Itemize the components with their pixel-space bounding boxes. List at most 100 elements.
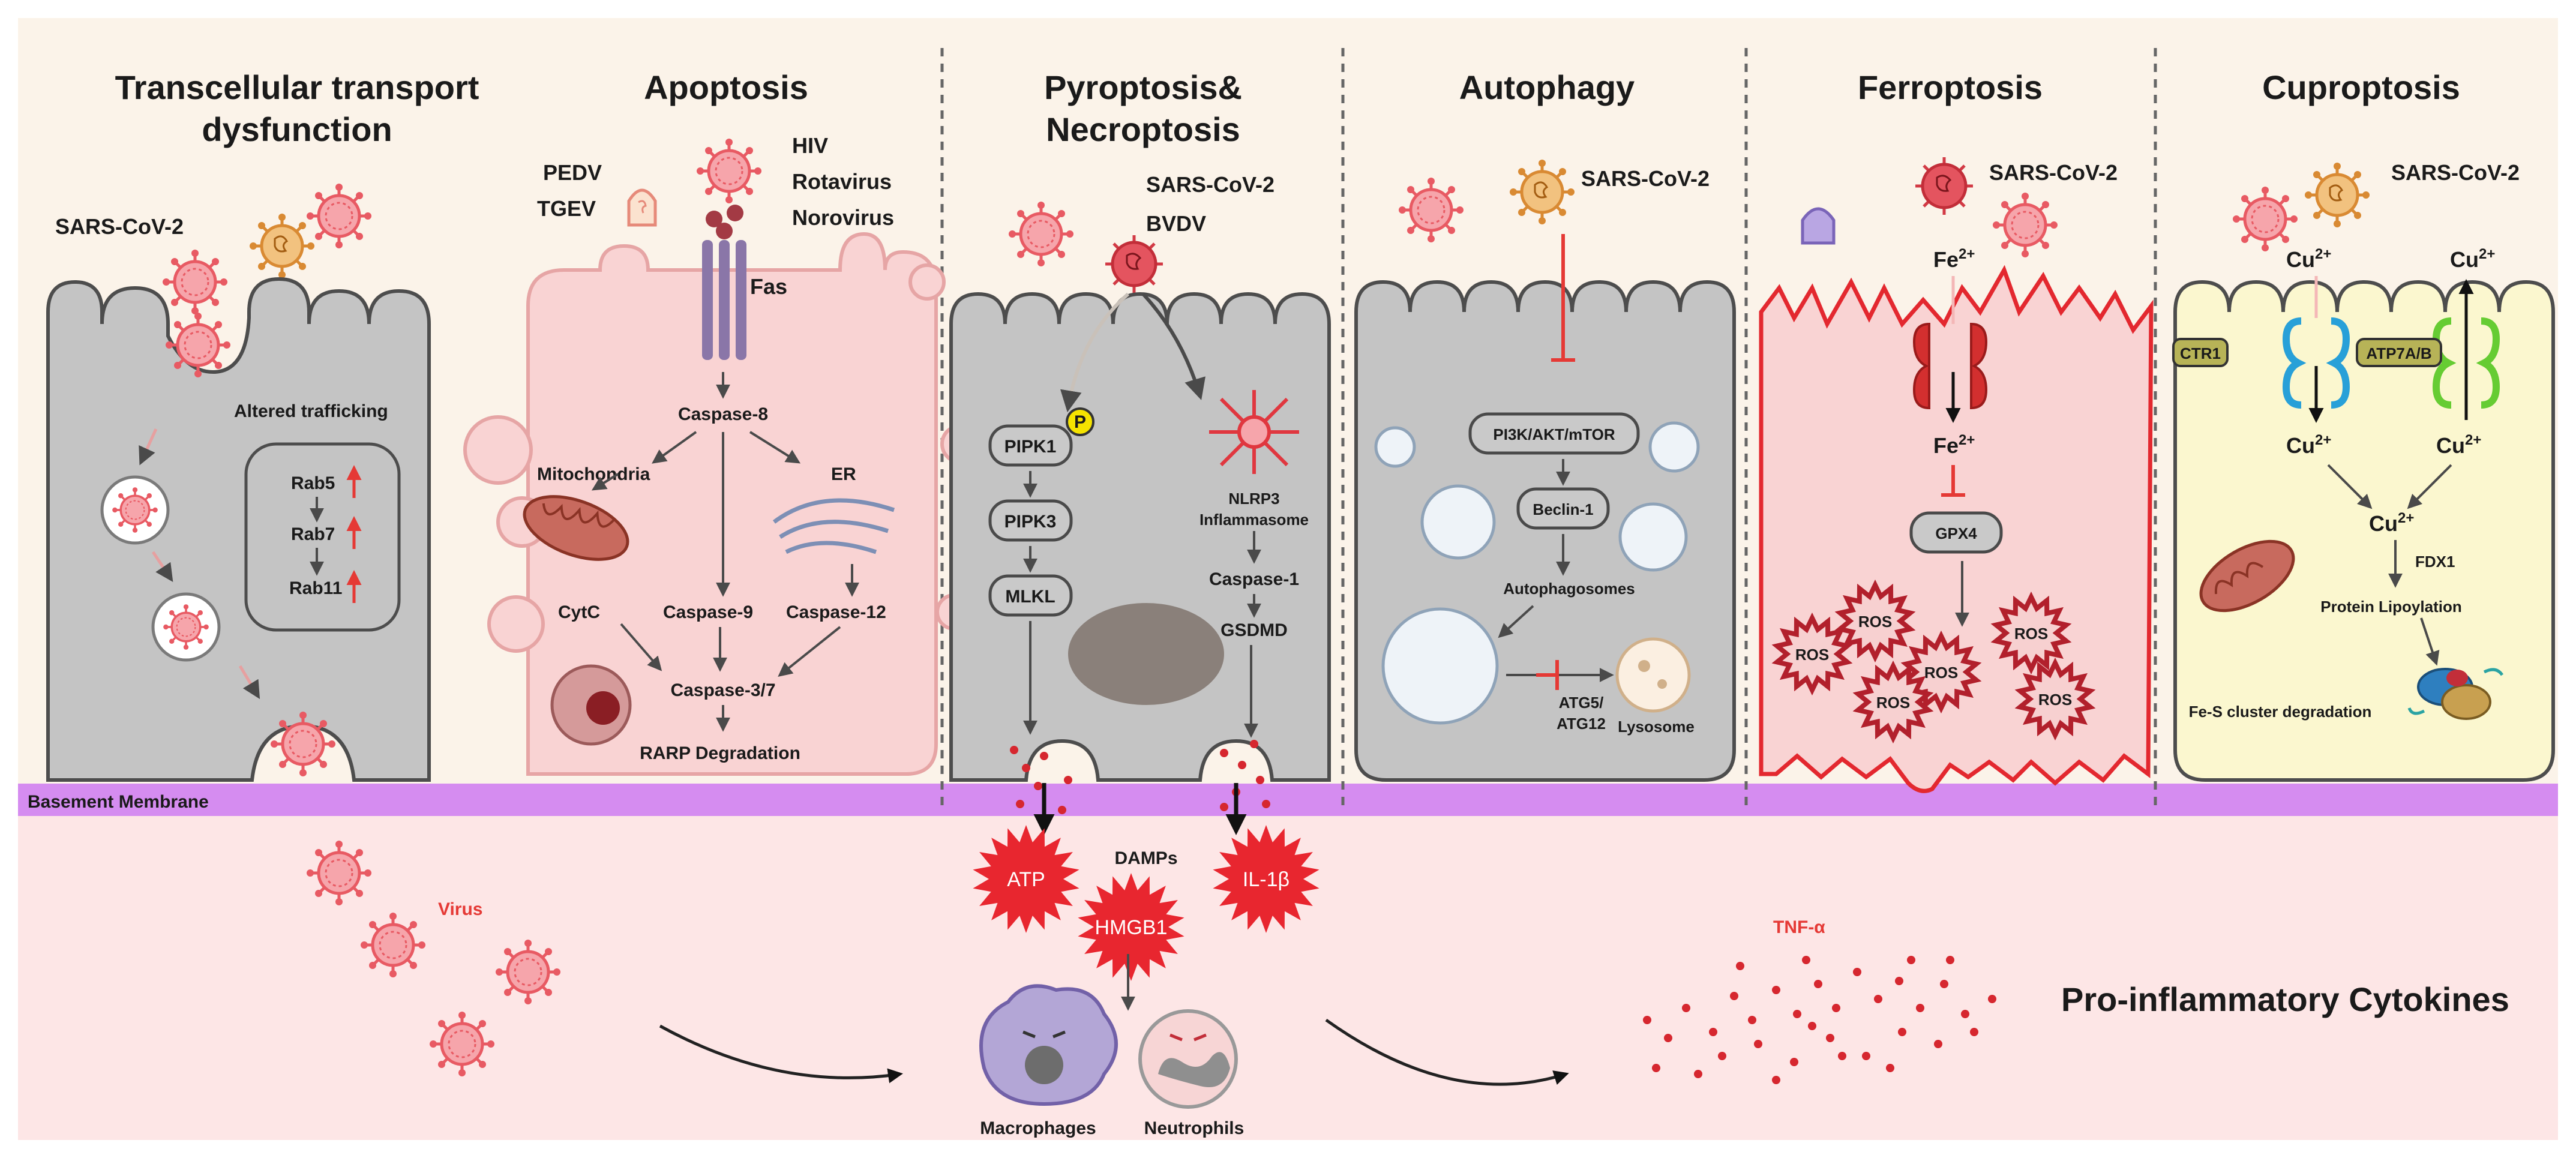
mitochondrion (523, 495, 629, 561)
virus-icon (307, 841, 371, 905)
panel-dividers (940, 48, 2157, 807)
virus-label-tgev: TGEV (537, 196, 596, 221)
cytc-label: CytC (558, 602, 600, 622)
altered-trafficking-label: Altered trafficking (234, 401, 388, 421)
rarp-label: RARP Degradation (640, 743, 800, 763)
mitochondria-label: Mitochondria (537, 464, 650, 484)
pyroptotic-cell (949, 292, 1331, 782)
cuproptotic-cell (2173, 280, 2555, 782)
lipoylation-label: Protein Lipoylation (2320, 598, 2461, 616)
phospho-badge (1066, 407, 1094, 436)
virus-label: SARS-CoV-2 (2391, 160, 2520, 185)
panel-title: Pyroptosis& (1044, 68, 1242, 106)
er-label: ER (831, 464, 856, 484)
caspase12-label: Caspase-12 (786, 602, 886, 622)
fe-label-bottom: Fe2+ (1933, 432, 1975, 458)
panel-title: Ferroptosis (1858, 68, 2043, 106)
damps-label: DAMPs (1114, 848, 1177, 868)
rab-box (244, 442, 401, 632)
pi3k-label: PI3K/AKT/mTOR (1493, 425, 1615, 443)
pi3k-pill (1468, 412, 1640, 455)
gpx4-pill (1909, 511, 2003, 554)
virus-label-norovirus: Norovirus (792, 205, 894, 230)
caspase9-label: Caspase-9 (663, 602, 753, 622)
virus-icon (496, 940, 560, 1004)
atp7-badge (2356, 338, 2442, 367)
virus-label: SARS-CoV-2 (1581, 166, 1710, 191)
cytokines-label: Pro-inflammatory Cytokines (2061, 980, 2509, 1018)
hmgb1-label: HMGB1 (1095, 916, 1168, 939)
ros-burst (1900, 630, 1982, 714)
macrophages-label: Macrophages (980, 1118, 1096, 1138)
neutrophil-icon (1138, 1009, 1238, 1109)
autophagosomes-label: Autophagosomes (1503, 580, 1635, 598)
rab11-label: Rab11 (289, 578, 342, 598)
cu-label-cyt-right: Cu2+ (2436, 432, 2481, 458)
ros-label: ROS (2038, 691, 2072, 709)
mitochondrion (2199, 539, 2295, 613)
ros-label: ROS (2014, 625, 2048, 643)
autophagosome-vesicles (1374, 421, 1700, 725)
virus-icon (1105, 235, 1163, 293)
neutrophils-label: Neutrophils (1144, 1118, 1244, 1138)
macrophage-icon (979, 984, 1118, 1106)
cu-label-cyt-left: Cu2+ (2286, 432, 2331, 458)
caspase1-label: Caspase-1 (1209, 569, 1299, 589)
virus-icon (271, 712, 335, 776)
inflammasome-label: Inflammasome (1199, 511, 1309, 529)
phospho-label: P (1074, 412, 1086, 432)
atp7-channel (2432, 317, 2500, 409)
caspase37-label: Caspase-3/7 (670, 680, 775, 700)
rab5-label: Rab5 (291, 473, 335, 493)
virus-icon (2305, 163, 2370, 227)
fas-label: Fas (750, 274, 787, 299)
fes-label: Fe-S cluster degradation (2189, 703, 2372, 721)
virus-icon (163, 250, 227, 314)
virus-icon (1915, 157, 1973, 215)
ctr1-badge (2172, 338, 2229, 367)
caspase8-label: Caspase-8 (678, 404, 768, 424)
endosome-vesicle (102, 477, 168, 543)
panel-title-line2: Necroptosis (1046, 110, 1240, 148)
panel-pyroptosis: Pyroptosis& Necroptosis SARS-CoV-2 BVDV … (949, 68, 1331, 835)
gsdmd-label: GSDMD (1220, 620, 1288, 640)
il1b-burst (1213, 825, 1320, 933)
virus-icon (250, 214, 314, 278)
panel-title: Cuproptosis (2262, 68, 2460, 106)
virus-icon (1009, 202, 1073, 266)
atp-burst (973, 825, 1079, 933)
virus-icon (361, 913, 425, 977)
fe-label-top: Fe2+ (1933, 246, 1975, 272)
apoptotic-body (550, 664, 632, 746)
panel-autophagy: Autophagy SARS-CoV-2 PI3K/AKT/mTOR Becli… (1354, 68, 1736, 782)
atg-label: ATG5/ (1559, 694, 1604, 712)
virus-label: SARS-CoV-2 (55, 214, 184, 239)
panel-title-line2: dysfunction (202, 110, 392, 148)
released-damps-dots (1010, 740, 1270, 814)
lysosome-icon (1615, 637, 1691, 713)
fdx1-label: FDX1 (2415, 553, 2455, 571)
atp7-label: ATP7A/B (2366, 344, 2431, 362)
basement-membrane (18, 784, 2558, 816)
cu-label-center: Cu2+ (2369, 510, 2414, 536)
iron-channel (1912, 322, 1988, 410)
pipk1-pill (988, 424, 1073, 467)
mlkl-pill (988, 574, 1073, 617)
nlrp3-label: NLRP3 (1228, 490, 1279, 508)
protein-complex-icon (2407, 668, 2504, 720)
endosome-vesicle (153, 594, 219, 660)
virus-icon (629, 190, 655, 225)
virus-icon (1510, 160, 1575, 224)
virus-icon (1993, 193, 2058, 257)
ctr1-channel (2282, 317, 2350, 409)
ros-label: ROS (1795, 646, 1829, 664)
virus-icon (430, 1012, 494, 1076)
ros-burst (2014, 657, 2096, 741)
nucleus (1068, 603, 1224, 705)
ctr1-label: CTR1 (2180, 344, 2221, 362)
ros-burst (1834, 579, 1916, 663)
ros-label: ROS (1924, 664, 1958, 682)
virus-label-sars: SARS-CoV-2 (1146, 172, 1274, 197)
